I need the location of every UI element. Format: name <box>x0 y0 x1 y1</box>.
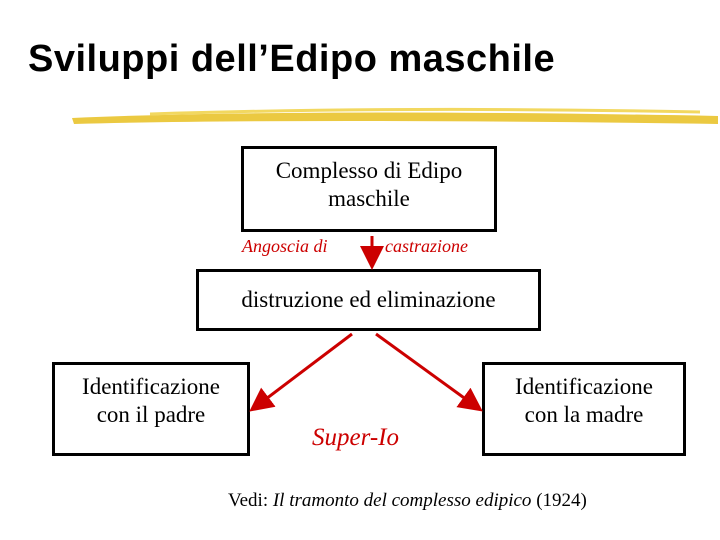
castrazione-label: castrazione <box>385 236 468 256</box>
distruzione-line1: distruzione ed eliminazione <box>241 287 496 312</box>
padre-line2: con il padre <box>96 402 206 427</box>
complesso-edipo-box: Complesso di Edipo maschile <box>241 146 497 232</box>
madre-line1: Identificazione <box>515 374 653 399</box>
angoscia-label: Angoscia di <box>242 236 328 256</box>
distruzione-box: distruzione ed eliminazione <box>196 269 541 331</box>
footer-year: (1924) <box>531 490 587 511</box>
identificazione-padre-box: Identificazione con il padre <box>52 362 250 456</box>
complesso-line1: Complesso di Edipo <box>275 158 463 183</box>
super-io-label: Super-Io <box>312 424 399 451</box>
identificazione-madre-box: Identificazione con la madre <box>482 362 686 456</box>
padre-line1: Identificazione <box>82 374 220 399</box>
complesso-line2: maschile <box>328 186 410 211</box>
page-title: Sviluppi dell’Edipo maschile <box>28 38 556 80</box>
footer-prefix: Vedi: <box>228 490 273 511</box>
madre-line2: con la madre <box>524 402 644 427</box>
footer-reference: Vedi: Il tramonto del complesso edipico … <box>228 490 587 512</box>
arrow-to-madre <box>375 332 483 412</box>
arrow-to-padre <box>249 332 353 412</box>
footer-work: Il tramonto del complesso edipico <box>272 490 532 511</box>
